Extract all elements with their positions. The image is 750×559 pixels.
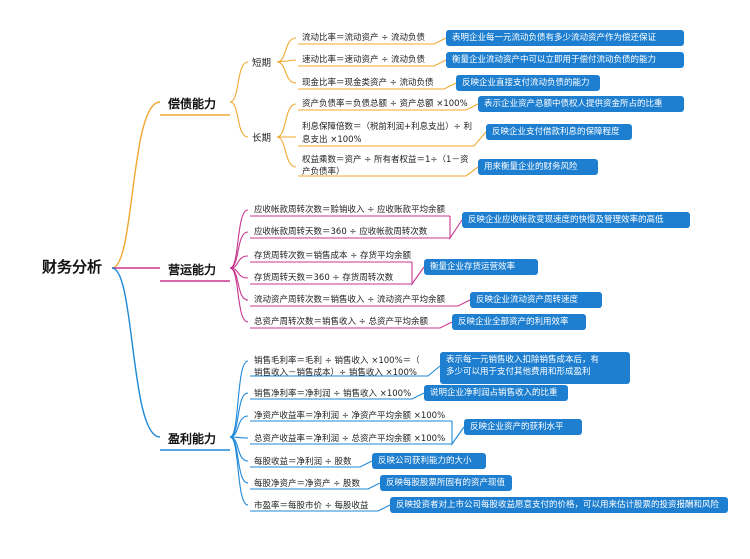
formula-equity-multiplier-line1[interactable]: 权益乘数＝资产 ÷ 所有者权益＝1÷（1－资	[302, 155, 469, 165]
formula-net-margin[interactable]: 销售净利率＝净利润 ÷ 销售收入 ×100%	[254, 389, 412, 399]
formula-roe[interactable]: 净资产收益率＝净利润 ÷ 净资产平均余额 ×100%	[254, 411, 446, 421]
desc-current-ratio: 表明企业每一元流动负债有多少流动资产作为偿还保证	[446, 30, 684, 46]
formula-ar-turnover[interactable]: 应收帐款周转次数＝赊销收入 ÷ 应收账款平均余额	[254, 205, 446, 215]
formula-ar-days[interactable]: 应收帐款周转天数＝360 ÷ 应收帐款周转次数	[254, 227, 428, 237]
formula-pe[interactable]: 市盈率＝每股市价 ÷ 每股收益	[254, 501, 369, 511]
desc-gross-margin-line2: 多少可以用于支付其他费用和形成盈利	[446, 367, 591, 377]
desc-gross-margin: 表示每一元销售收入扣除销售成本后，有 多少可以用于支付其他费用和形成盈利	[440, 352, 630, 384]
desc-total-asset-turnover: 反映企业全部资产的利用效率	[452, 314, 586, 330]
desc-equity-multiplier: 用来衡量企业的财务风险	[478, 159, 598, 175]
desc-net-margin: 说明企业净利润占销售收入的比重	[424, 385, 568, 401]
category-solvency[interactable]: 偿债能力	[168, 97, 217, 111]
desc-quick-ratio: 衡量企业流动资产中可以立即用于偿付流动负债的能力	[446, 52, 684, 68]
formula-current-ratio[interactable]: 流动比率＝流动资产 ÷ 流动负债	[302, 33, 426, 43]
formula-equity-multiplier-line2[interactable]: 产负债率）	[302, 167, 345, 177]
subcat-short-term[interactable]: 短期	[252, 58, 272, 69]
formula-gross-margin-line1[interactable]: 销售毛利率＝毛利 ÷ 销售收入 ×100%＝（	[254, 356, 420, 366]
desc-current-asset-turnover: 反映企业流动资产周转速度	[470, 292, 602, 308]
formula-inventory-turnover[interactable]: 存货周转次数＝销售成本 ÷ 存货平均余额	[254, 251, 412, 261]
desc-ar-turnover: 反映企业应收帐款变现速度的快慢及管理效率的高低	[462, 212, 690, 228]
desc-eps: 反映公司获利能力的大小	[372, 453, 486, 469]
desc-bvps: 反映每股股票所固有的资产现值	[380, 475, 512, 491]
formula-interest-coverage-line1[interactable]: 利息保障倍数＝（税前利润+利息支出）÷ 利	[302, 122, 472, 132]
desc-debt-ratio: 表示企业资产总额中债权人提供资金所占的比重	[478, 96, 684, 112]
formula-current-asset-turnover[interactable]: 流动资产周转次数＝销售收入 ÷ 流动资产平均余额	[254, 295, 446, 305]
desc-inventory: 衡量企业存货运营效率	[424, 259, 538, 275]
category-profitability[interactable]: 盈利能力	[168, 432, 217, 446]
formula-bvps[interactable]: 每股净资产＝净资产 ÷ 股数	[254, 479, 361, 489]
formula-interest-coverage-line2[interactable]: 息支出 ×100%	[302, 135, 362, 145]
root-node[interactable]: 财务分析	[42, 258, 103, 276]
desc-return: 反映企业资产的获利水平	[464, 419, 582, 435]
formula-total-asset-turnover[interactable]: 总资产周转次数＝销售收入 ÷ 总资产平均余额	[254, 317, 429, 327]
formula-cash-ratio[interactable]: 现金比率＝现金类资产 ÷ 流动负债	[302, 78, 434, 88]
desc-interest-coverage: 反映企业支付借款利息的保障程度	[486, 124, 632, 140]
formula-roa[interactable]: 总资产收益率＝净利润 ÷ 总资产平均余额 ×100%	[254, 434, 446, 444]
desc-pe: 反映投资者对上市公司每股收益愿意支付的价格，可以用来估计股票的投资报酬和风险	[390, 497, 728, 513]
formula-gross-margin-line2[interactable]: 销售收入－销售成本）÷ 销售收入 ×100%	[254, 368, 417, 378]
desc-gross-margin-line1: 表示每一元销售收入扣除销售成本后，有	[446, 355, 600, 365]
formula-inventory-days[interactable]: 存货周转天数＝360 ÷ 存货周转次数	[254, 273, 394, 283]
formula-eps[interactable]: 每股收益＝净利润 ÷ 股数	[254, 457, 352, 467]
subcat-long-term[interactable]: 长期	[252, 133, 272, 144]
formula-debt-ratio[interactable]: 资产负债率＝负债总额 ÷ 资产总额 ×100%	[302, 99, 468, 109]
desc-cash-ratio: 反映企业直接支付流动负债的能力	[456, 75, 600, 91]
category-operating[interactable]: 营运能力	[168, 263, 217, 277]
formula-quick-ratio[interactable]: 速动比率＝速动资产 ÷ 流动负债	[302, 55, 426, 65]
